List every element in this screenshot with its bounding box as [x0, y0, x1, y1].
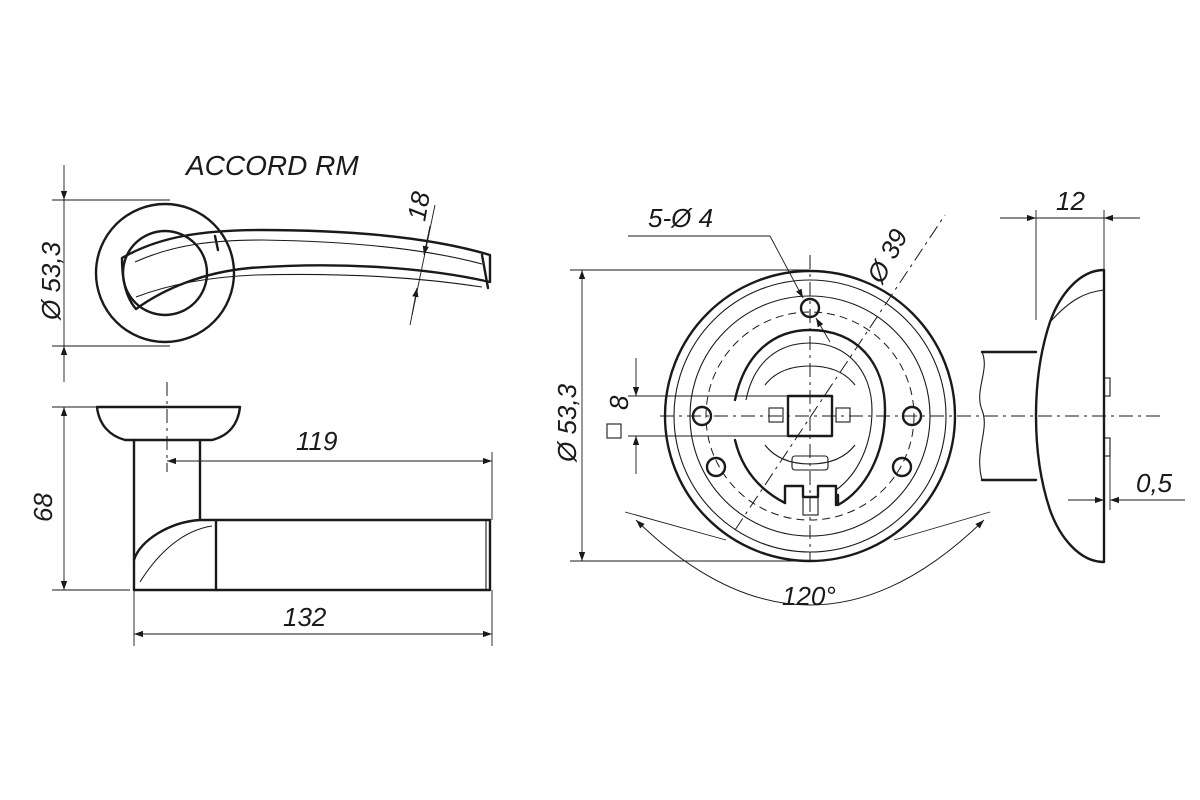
dim-pitch-circle: Ø 39 — [860, 224, 913, 289]
square-symbol — [606, 423, 622, 439]
section-view: 12 0,5 — [979, 186, 1185, 564]
dim-handle-height: 68 — [28, 493, 58, 522]
front-view: 5-Ø 4 Ø 39 Ø 53,3 8 120° — [552, 203, 1160, 611]
dim-screw-holes: 5-Ø 4 — [648, 203, 713, 233]
dim-handle-width: 18 — [401, 189, 436, 223]
dim-handle-reach: 119 — [296, 426, 337, 456]
side-view: 68 119 132 — [28, 382, 493, 646]
dim-rosette-diameter-top: Ø 53,3 — [36, 241, 66, 321]
model-title: ACCORD RM — [184, 150, 359, 181]
dim-rosette-diameter-front: Ø 53,3 — [552, 383, 582, 463]
dim-angle: 120° — [782, 581, 836, 611]
top-view: ACCORD RM Ø 53,3 18 — [36, 150, 492, 382]
dim-rosette-thickness: 12 — [1056, 186, 1085, 216]
dim-spindle-square: 8 — [604, 395, 634, 410]
dim-gap: 0,5 — [1136, 468, 1173, 498]
dim-handle-length: 132 — [283, 602, 327, 632]
